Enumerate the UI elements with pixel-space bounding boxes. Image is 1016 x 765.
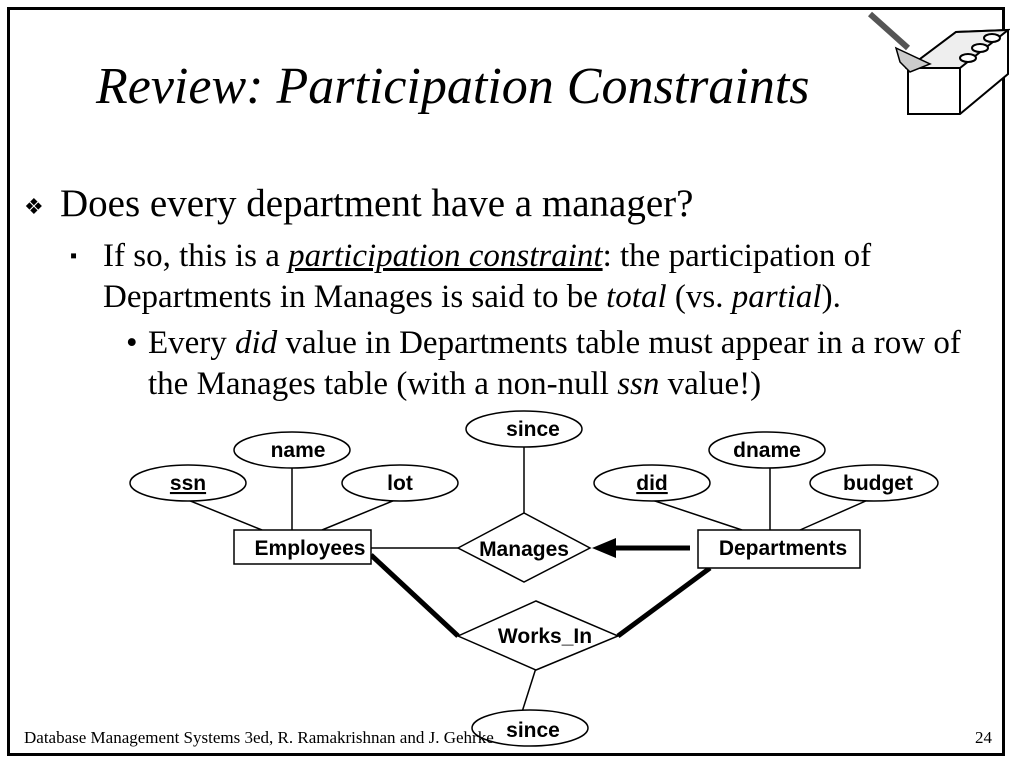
brick-trowel-icon <box>867 11 1010 115</box>
entity-employees <box>233 529 372 565</box>
attr-ssn <box>129 464 247 502</box>
bullet-level2-text: If so, this is a participation constrain… <box>103 238 872 315</box>
participation-constraint-term: participation constraint <box>288 238 603 274</box>
slide-frame <box>7 7 1005 756</box>
attr-manages-since-label: since <box>506 418 560 441</box>
attr-budget <box>809 464 939 502</box>
relationship-works-in <box>456 600 620 671</box>
relationship-manages-label: Manages <box>479 538 569 561</box>
slide-title: Review: Participation Constraints <box>96 58 810 115</box>
attr-budget-label: budget <box>843 472 913 495</box>
attr-name <box>233 431 351 469</box>
bullet-level3: • Every did value in Departments table m… <box>126 323 986 405</box>
entity-departments-label: Departments <box>719 537 847 560</box>
page-number: 24 <box>975 728 992 747</box>
bullet-level1: ❖ Does every department have a manager? <box>24 181 693 226</box>
square-bullet-icon: ▪ <box>70 245 78 267</box>
relationship-works-in-label: Works_In <box>498 625 592 648</box>
bullet-level1-text: Does every department have a manager? <box>60 182 694 225</box>
bullet-level2: ▪ If so, this is a participation constra… <box>70 236 970 318</box>
attr-did-label: did <box>636 472 668 495</box>
diamond-bullet-icon: ❖ <box>24 194 44 220</box>
footer-citation: Database Management Systems 3ed, R. Rama… <box>24 728 494 747</box>
attr-dname <box>708 431 826 469</box>
attr-did <box>593 464 711 502</box>
attr-ssn-label: ssn <box>170 472 206 495</box>
entity-employees-label: Employees <box>255 537 366 560</box>
relationship-manages <box>456 512 592 583</box>
attr-manages-since <box>465 410 583 448</box>
attr-lot-label: lot <box>387 472 413 495</box>
entity-departments <box>697 529 861 569</box>
attr-works-in-since-label: since <box>506 719 560 742</box>
attr-name-label: name <box>271 439 326 462</box>
attr-dname-label: dname <box>733 439 801 462</box>
dot-bullet-icon: • <box>126 325 138 361</box>
attr-lot <box>341 464 459 502</box>
bullet-level3-text: Every did value in Departments table mus… <box>148 325 961 402</box>
attr-works-in-since <box>471 709 589 747</box>
